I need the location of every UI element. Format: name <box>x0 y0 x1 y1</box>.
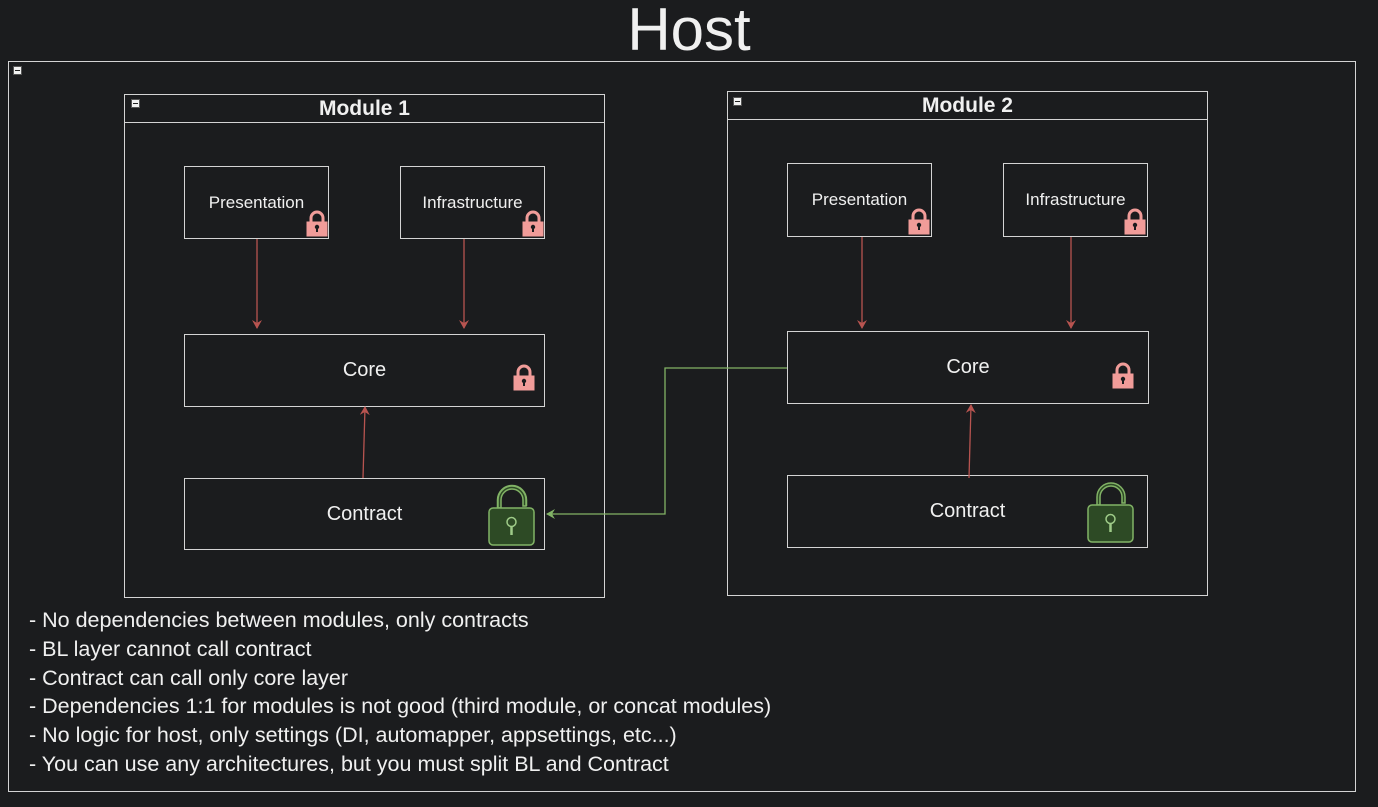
module-1-core-node[interactable]: Core <box>184 334 545 407</box>
module-2-presentation-label: Presentation <box>811 190 908 209</box>
module-2-header: Module 2 <box>728 92 1207 120</box>
m1-infrastructure-lock-icon <box>522 210 544 237</box>
note-item: - Dependencies 1:1 for modules is not go… <box>29 694 772 719</box>
note-item: - BL layer cannot call contract <box>29 636 312 661</box>
m1-core-lock-icon <box>513 364 535 391</box>
note-item: - You can use any architectures, but you… <box>29 751 669 776</box>
note-item: - No dependencies between modules, only … <box>29 608 529 632</box>
m2-core-lock-icon <box>1112 362 1134 389</box>
module-1-infrastructure-node[interactable]: Infrastructure <box>400 166 545 239</box>
notes-list: - No dependencies between modules, only … <box>29 606 771 779</box>
module-2-core-label: Core <box>946 356 990 378</box>
module-1-presentation-label: Presentation <box>208 192 305 212</box>
module-2-infrastructure-label: Infrastructure <box>1025 190 1126 209</box>
m1-presentation-lock-icon <box>306 210 328 237</box>
module-2-title: Module 2 <box>921 94 1013 117</box>
host-container[interactable] <box>8 61 1356 792</box>
module-1-infrastructure-label: Infrastructure <box>422 192 523 212</box>
module-2-infrastructure-node[interactable]: Infrastructure <box>1003 163 1148 237</box>
m1-contract-unlock-icon <box>488 484 535 546</box>
module-1-header: Module 1 <box>125 95 604 123</box>
note-item: - Contract can call only core layer <box>29 665 349 690</box>
module-1-title: Module 1 <box>318 97 410 120</box>
module-1-contract-node[interactable]: Contract <box>184 478 545 550</box>
m2-infrastructure-lock-icon <box>1124 208 1146 235</box>
module-1-contract-label: Contract <box>326 502 403 525</box>
module-2-contract-label: Contract <box>929 500 1006 522</box>
module-2-presentation-node[interactable]: Presentation <box>787 163 932 237</box>
note-item: - No logic for host, only settings (DI, … <box>29 723 677 748</box>
module-2-collapse-icon[interactable] <box>733 97 742 106</box>
module-1-container[interactable]: Module 1 <box>124 94 605 598</box>
page-title: Host <box>627 0 751 63</box>
module-1-presentation-node[interactable]: Presentation <box>184 166 329 239</box>
module-1-collapse-icon[interactable] <box>131 99 140 108</box>
module-1-core-label: Core <box>342 359 387 381</box>
module-2-contract-node[interactable]: Contract <box>787 475 1148 548</box>
module-2-core-node[interactable]: Core <box>787 331 1149 404</box>
m2-presentation-lock-icon <box>908 208 930 235</box>
m2-contract-unlock-icon <box>1087 482 1134 543</box>
host-collapse-icon[interactable] <box>13 66 22 75</box>
module-2-container[interactable]: Module 2 <box>727 91 1208 596</box>
